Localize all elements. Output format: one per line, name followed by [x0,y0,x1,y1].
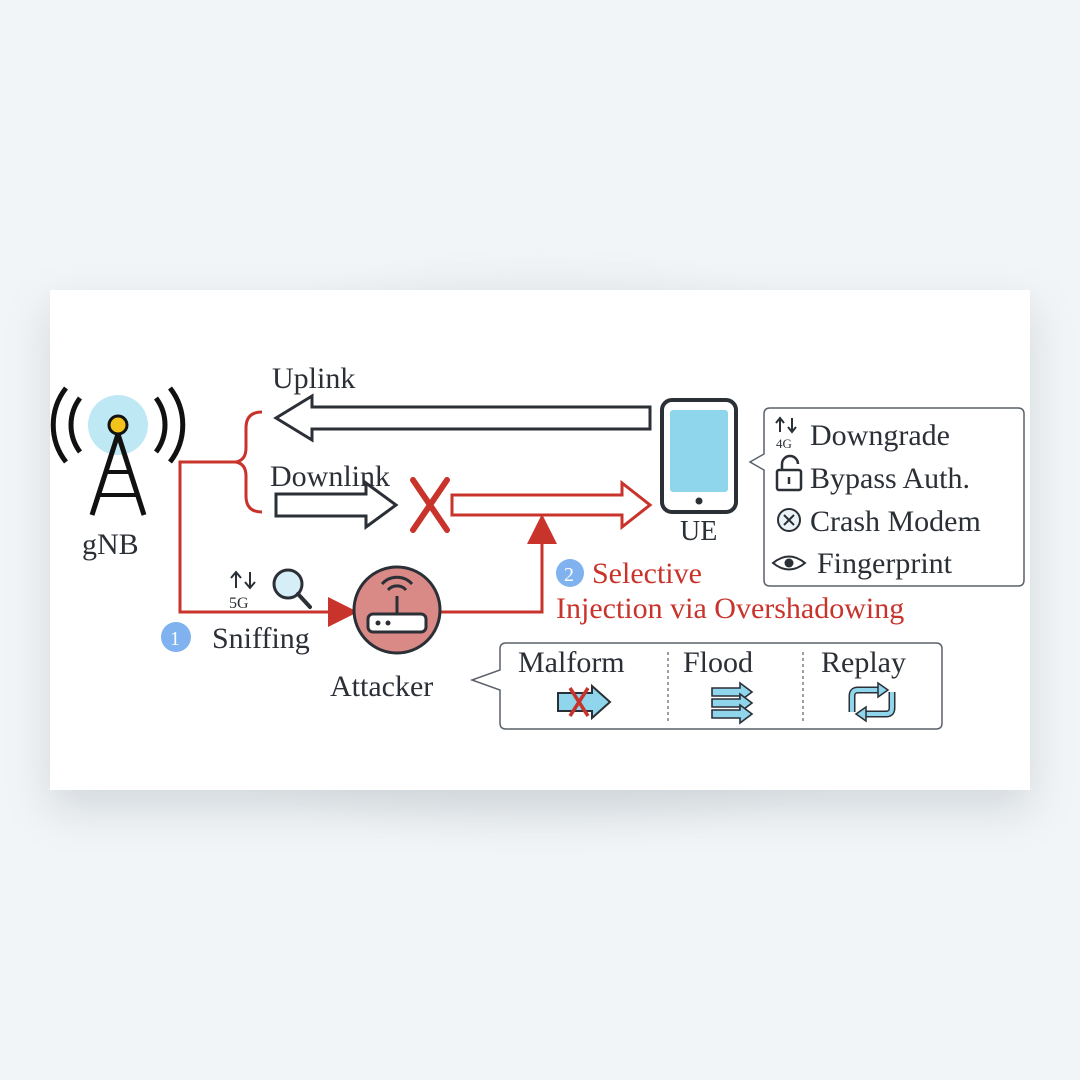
impact-label-downgrade: Downgrade [810,419,950,452]
uplink-arrow [273,393,652,443]
magnifier-icon [272,568,312,609]
malform-arrow-icon [557,683,612,721]
impacts-callout [748,407,1025,587]
sniff-5g-icon: 5G [229,570,256,612]
attacker-label: Attacker [330,670,433,703]
step-2-number: 2 [564,564,574,586]
downgrade-4g-icon: 4G [775,416,797,451]
x-circle-icon [777,508,801,532]
step-1-number: 1 [170,628,180,650]
attack-type-malform: Malform [518,646,625,679]
attack-type-flood: Flood [683,646,753,679]
replay-icon [848,681,896,723]
gnb-tower-icon [50,386,186,516]
uplink-label: Uplink [272,362,355,395]
downlink-label: Downlink [270,460,390,493]
lock-icon [775,454,803,492]
inject-path [440,514,557,614]
downlink-arrow [274,480,399,530]
ue-label: UE [680,516,717,547]
flood-arrows-icon [711,681,754,725]
impact-label-bypass-auth: Bypass Auth. [810,462,970,495]
attacker-router-icon [352,565,442,655]
injected-downlink-arrow [450,479,653,531]
ue-phone-icon [660,398,738,514]
sniff-badge-text: 5G [229,595,249,612]
step-1-label: Sniffing [212,622,310,655]
link-brace [235,410,263,514]
step-2-line-1: Selective [592,557,702,590]
step-2-badge: 2 [556,559,584,587]
attack-type-replay: Replay [821,646,906,679]
eye-icon [771,555,807,571]
impact-label-crash-modem: Crash Modem [810,505,981,538]
step-1-badge: 1 [161,622,191,652]
downgrade-badge-text: 4G [776,436,792,451]
gnb-label: gNB [82,528,139,561]
sniff-path [178,460,358,627]
impact-label-fingerprint: Fingerprint [817,547,953,580]
blocked-x-icon [410,477,450,533]
step-2-line-2: Injection via Overshadowing [556,592,904,625]
